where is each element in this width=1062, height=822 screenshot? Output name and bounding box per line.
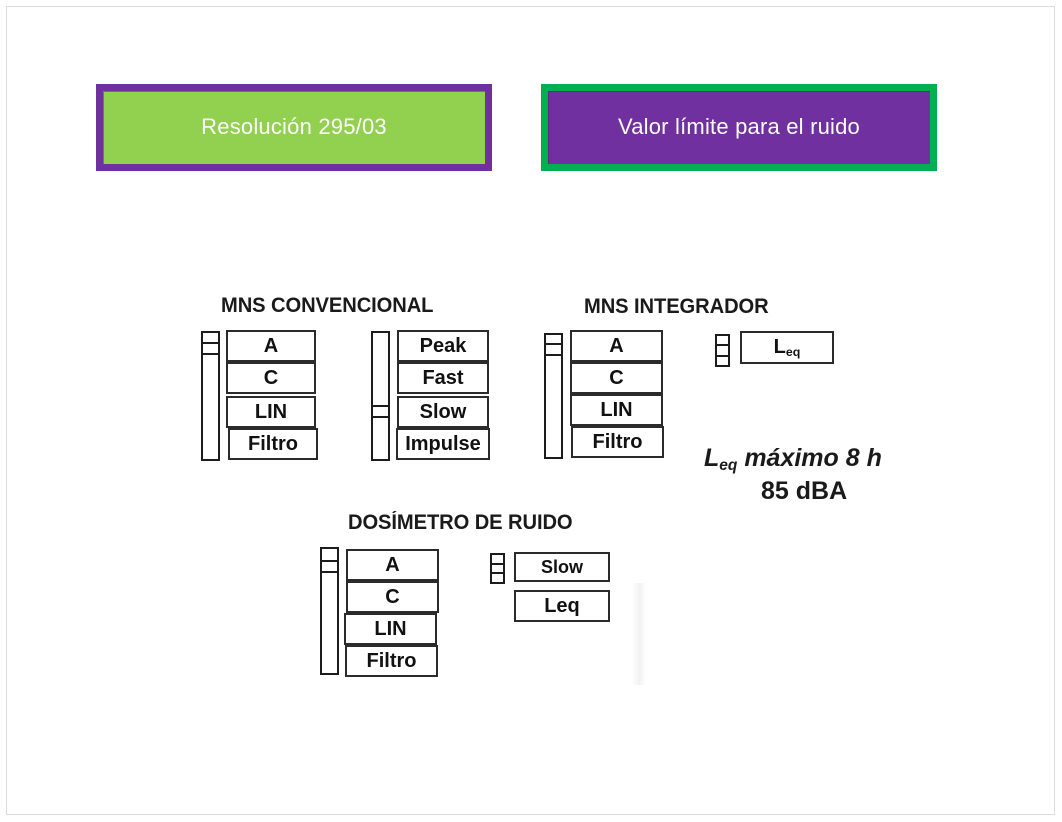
- selector-bar-integrador-weighting[interactable]: [544, 333, 563, 459]
- option-convencional-weighting-filtro[interactable]: Filtro: [228, 428, 318, 460]
- option-convencional-response-peak[interactable]: Peak: [397, 330, 489, 362]
- selector-notch[interactable]: [203, 342, 218, 355]
- option-dosimetro-weighting-a[interactable]: A: [346, 549, 439, 581]
- segment: [717, 357, 728, 365]
- selector-notch[interactable]: [322, 560, 337, 573]
- segment: [492, 574, 503, 582]
- option-dosimetro-weighting-filtro[interactable]: Filtro: [345, 645, 438, 677]
- selector-bar-convencional-response[interactable]: [371, 331, 390, 461]
- heading-mns-convencional: MNS CONVENCIONAL: [221, 294, 434, 317]
- option-integrador-weighting-a[interactable]: A: [570, 330, 663, 362]
- option-integrador-readout-leq[interactable]: Leq: [740, 331, 834, 364]
- note-limit-value: 85 dBA: [761, 477, 848, 505]
- option-dosimetro-weighting-lin[interactable]: LIN: [344, 613, 437, 645]
- segment: [492, 565, 503, 575]
- leq-label: Leq: [773, 336, 801, 360]
- option-dosimetro-readout-slow[interactable]: Slow: [514, 552, 610, 582]
- segment-bar-dosimetro-readout[interactable]: [490, 553, 505, 584]
- selector-bar-dosimetro-weighting[interactable]: [320, 547, 339, 675]
- option-integrador-weighting-filtro[interactable]: Filtro: [571, 426, 664, 458]
- heading-dosimetro-de-ruido: DOSÍMETRO DE RUIDO: [348, 511, 573, 534]
- option-convencional-response-fast[interactable]: Fast: [397, 362, 489, 394]
- selector-bar-convencional-weighting[interactable]: [201, 331, 220, 461]
- selector-notch[interactable]: [373, 405, 388, 418]
- segment: [717, 346, 728, 357]
- note-leq-maximo: Leq máximo 8 h: [704, 444, 882, 475]
- banner-resolucion[interactable]: Resolución 295/03: [96, 84, 492, 171]
- segment: [717, 336, 728, 347]
- segment-bar-integrador-readout[interactable]: [715, 334, 730, 367]
- option-convencional-response-impulse[interactable]: Impulse: [396, 428, 490, 460]
- option-dosimetro-weighting-c[interactable]: C: [346, 581, 439, 613]
- option-convencional-response-slow[interactable]: Slow: [397, 396, 489, 428]
- option-convencional-weighting-lin[interactable]: LIN: [226, 396, 316, 428]
- option-dosimetro-readout-leq[interactable]: Leq: [514, 590, 610, 622]
- scan-artifact: [632, 583, 646, 685]
- segment: [492, 555, 503, 565]
- banner-valor-limite-label: Valor límite para el ruido: [617, 114, 860, 140]
- option-convencional-weighting-c[interactable]: C: [226, 362, 316, 394]
- option-integrador-weighting-lin[interactable]: LIN: [570, 394, 663, 426]
- banner-resolucion-label: Resolución 295/03: [201, 114, 387, 140]
- option-integrador-weighting-c[interactable]: C: [570, 362, 663, 394]
- selector-notch[interactable]: [546, 343, 561, 356]
- option-convencional-weighting-a[interactable]: A: [226, 330, 316, 362]
- banner-valor-limite[interactable]: Valor límite para el ruido: [541, 84, 937, 171]
- heading-mns-integrador: MNS INTEGRADOR: [584, 295, 769, 318]
